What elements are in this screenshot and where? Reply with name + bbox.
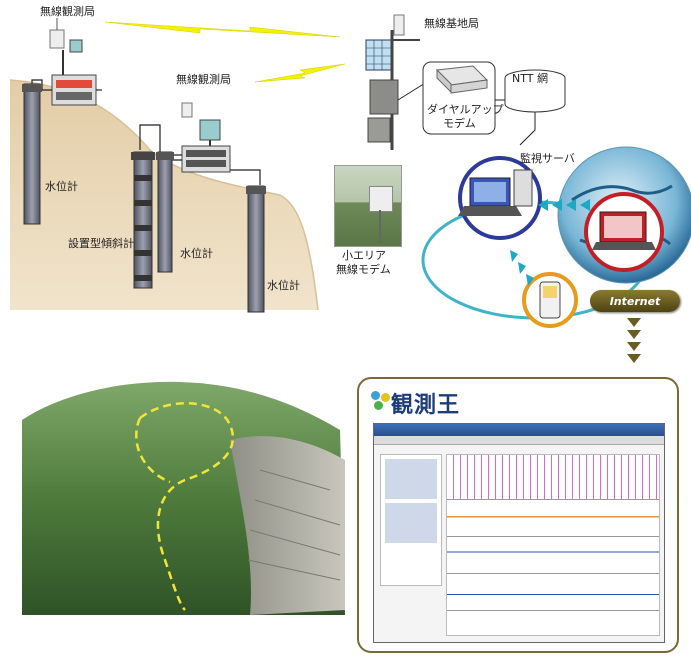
ntt-network-cylinder (504, 69, 566, 113)
radio-link-bolt (254, 63, 346, 83)
app-screenshot (373, 423, 665, 643)
app-logo-icon (369, 389, 393, 413)
label-small-area: 小エリア (342, 249, 386, 262)
label-water-gauge-1: 水位計 (45, 180, 78, 193)
data-flow-arrows (510, 199, 590, 286)
radio-link-bolt (104, 21, 341, 38)
label-station-middle: 無線観測局 (176, 73, 231, 86)
water-gauge-pipe (156, 151, 174, 273)
monitoring-server (458, 156, 542, 240)
label-water-gauge-2: 水位計 (180, 247, 213, 260)
radio-station-middle (181, 102, 231, 173)
mobile-phone (522, 272, 578, 328)
label-ntt-network: NTT 網 (512, 72, 548, 85)
label-inclinometer: 設置型傾斜計 (68, 237, 134, 250)
small-area-modem-photo (334, 165, 402, 247)
base-station-tower (365, 14, 420, 150)
software-panel (357, 377, 679, 653)
label-water-gauge-3: 水位計 (267, 279, 300, 292)
label-dialup-modem-2: モデム (443, 117, 476, 130)
client-pc (584, 192, 664, 272)
radio-station-left (49, 18, 97, 106)
internet-badge: Internet (590, 290, 680, 312)
label-base-station: 無線基地局 (424, 17, 479, 30)
dialup-modem (422, 61, 496, 135)
water-gauge-pipe (22, 83, 42, 225)
label-small-area-2: 無線モデム (336, 263, 391, 276)
down-arrows (627, 318, 641, 363)
hillside-photo (22, 381, 345, 615)
label-station-top-left: 無線観測局 (40, 5, 95, 18)
label-monitoring-server: 監視サーバ (520, 152, 575, 165)
label-dialup-modem: ダイヤルアップ (427, 103, 504, 116)
water-gauge-pipe (246, 185, 266, 313)
inclinometer-pipe (131, 151, 155, 289)
app-title: 観測王 (391, 392, 461, 418)
